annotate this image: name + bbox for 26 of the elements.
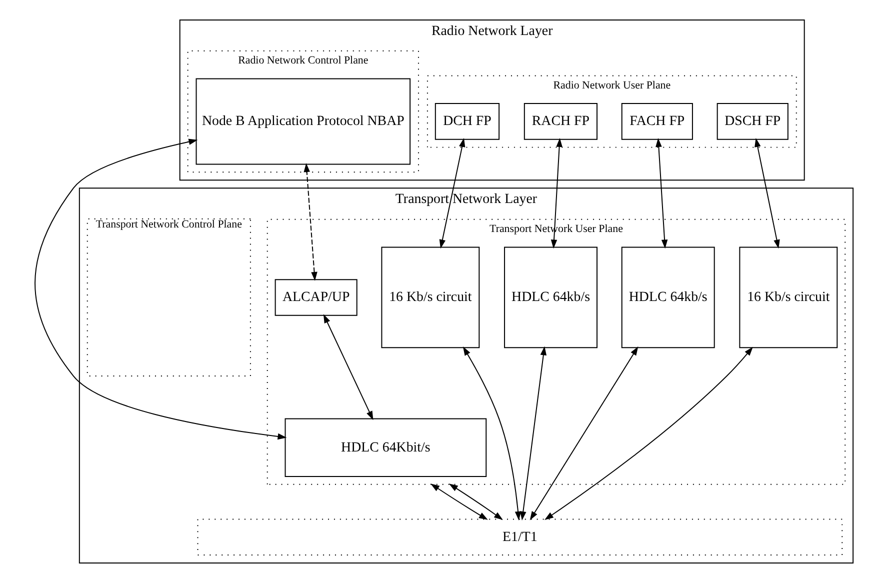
node-box: 16 Kb/s circuit: [380, 246, 480, 348]
arrow: [462, 346, 521, 520]
arrow: [430, 484, 488, 520]
arrow: [754, 138, 780, 249]
arrow: [655, 138, 668, 249]
arrow: [448, 484, 502, 520]
node-box: Node B Application Protocol NBAP: [195, 78, 410, 165]
node-box: DCH FP: [434, 103, 500, 140]
node-box: HDLC 64Kbit/s: [284, 418, 486, 477]
arrow: [544, 346, 752, 520]
arrow: [438, 138, 465, 249]
arrow: [322, 314, 373, 420]
node-box: E1/T1: [196, 518, 842, 556]
arrow: [520, 346, 546, 520]
node-box: 16 Kb/s circuit: [738, 246, 838, 348]
node-box: Transport Network Control Plane: [86, 218, 250, 377]
arrow: [529, 346, 638, 520]
arrow: [303, 163, 317, 281]
node-box: RACH FP: [523, 103, 597, 140]
node-box: ALCAP/UP: [274, 279, 357, 316]
node-box: DSCH FP: [716, 103, 788, 140]
arrow: [34, 138, 286, 440]
node-box: HDLC 64kb/s: [620, 246, 714, 348]
node-box: FACH FP: [620, 103, 692, 140]
node-box: HDLC 64kb/s: [504, 246, 597, 348]
arrow: [550, 138, 562, 249]
